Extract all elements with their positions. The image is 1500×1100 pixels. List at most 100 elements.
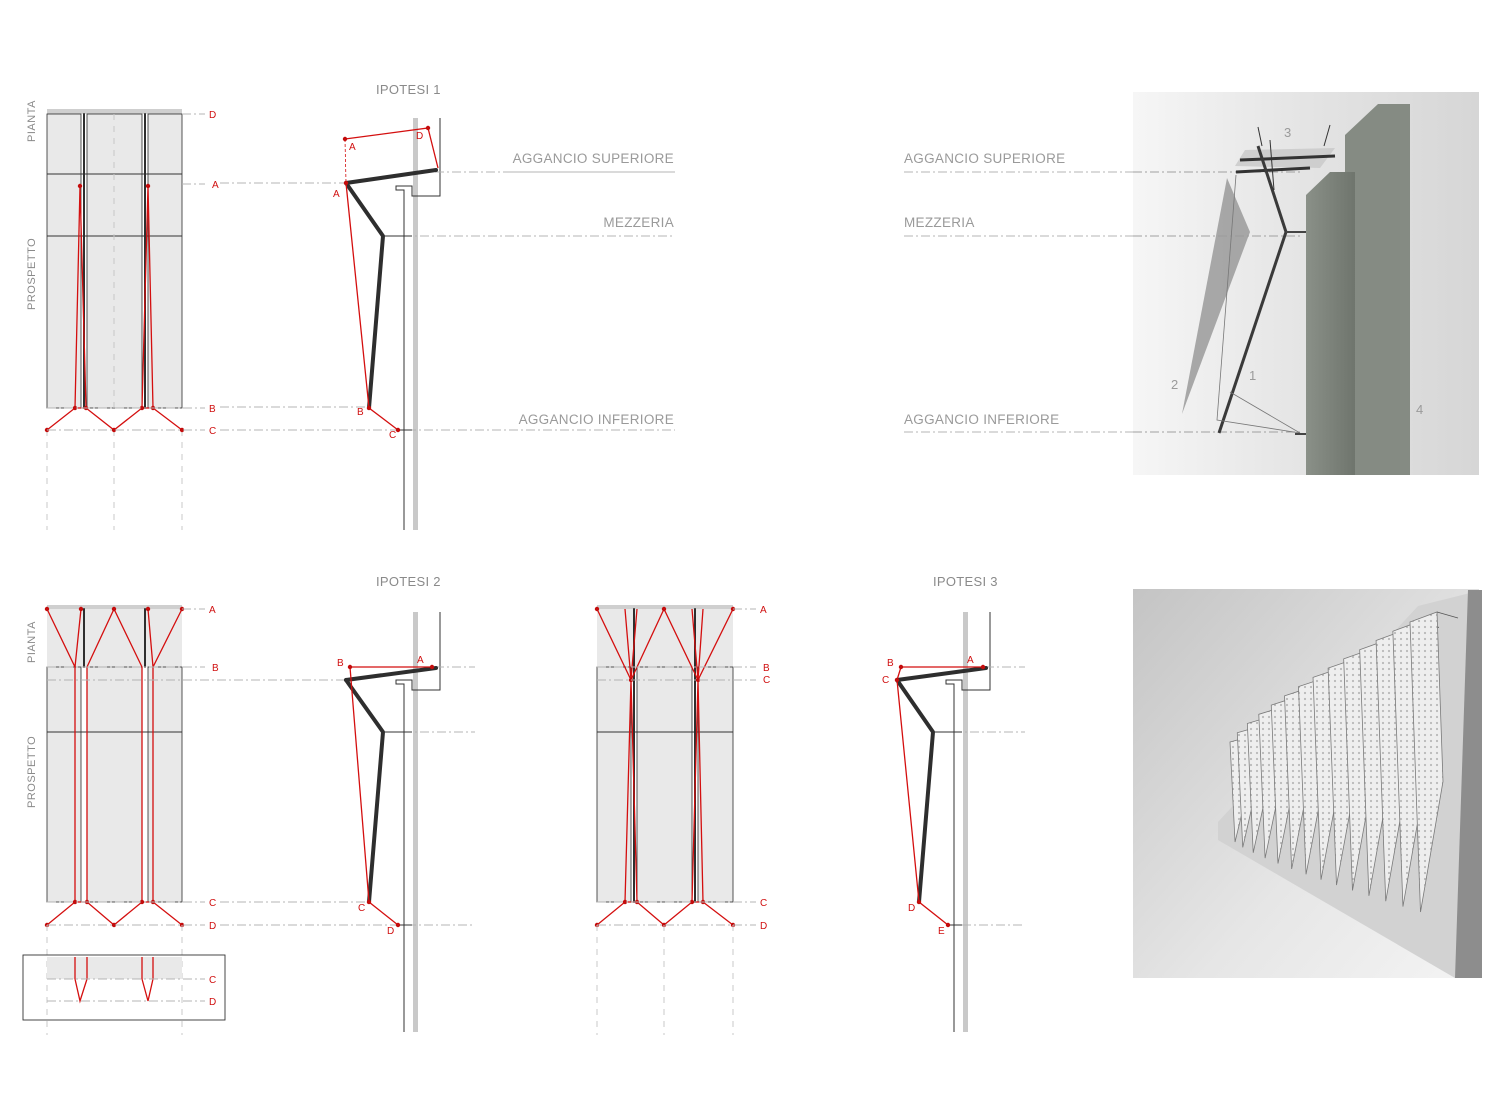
panel-right [147,666,183,903]
side-label-pianta-1: PIANTA [26,100,38,142]
plan-band [47,609,182,667]
node [77,183,83,189]
node [622,899,628,905]
render-cable [1216,174,1301,434]
point-label-b: B [357,407,364,418]
wall-section [413,118,418,530]
node [661,606,667,612]
top-arm [344,666,438,682]
point-label-c: C [209,898,216,909]
node [894,677,900,683]
top-arm [344,168,438,185]
cable-ipotesi-3 [896,666,983,926]
cable-link [344,138,347,184]
node [366,405,372,411]
point-label-b: B [887,658,894,669]
point-label-a: A [417,655,424,666]
point-label-c: C [760,898,767,909]
render-number-2: 2 [1171,377,1178,392]
section-ipotesi-3: A B C D E [882,612,1025,1032]
node [44,606,50,612]
node [689,899,695,905]
node [347,664,353,670]
point-label-d: D [416,131,423,142]
slab-profile [395,118,441,530]
level-label-aggancio-superiore: AGGANCIO SUPERIORE [513,151,674,166]
point-label-c: C [389,430,396,441]
plan-band [597,609,733,667]
node [343,180,349,186]
level-label-aggancio-inferiore: AGGANCIO INFERIORE [519,412,674,427]
node [179,427,185,433]
elevation-ipotesi-3: A B C C D [594,605,770,1035]
point-label-b: B [337,658,344,669]
point-label-a: A [209,605,216,616]
side-label-prospetto-2: PROSPETTO [26,736,38,808]
plan-detail-band [47,957,182,979]
node [111,922,117,928]
node [145,606,151,612]
render-wall-edge [1455,590,1482,978]
title-ipotesi-3: IPOTESI 3 [933,574,998,589]
black-profile [344,181,385,410]
point-label-a: A [212,180,219,191]
side-label-pianta-2: PIANTA [26,621,38,663]
node [429,664,435,670]
panel-mid [86,666,143,903]
point-label-c: C [763,675,770,686]
panel-right [697,666,734,903]
point-label-c: C [358,903,365,914]
node [111,427,117,433]
render-number-4: 4 [1416,402,1423,417]
title-ipotesi-1: IPOTESI 1 [376,82,441,97]
level-label-mezzeria: MEZZERIA [603,215,674,230]
ghost-rod [1323,124,1331,147]
node [78,606,84,612]
cable-bottom-zigzag [46,901,183,926]
cable-detail [74,978,88,1004]
point-label-d: D [387,926,394,937]
cable-ipotesi-2 [349,666,432,926]
render-arm-1 [1235,166,1311,174]
wall-block-back [1345,104,1410,475]
elevation-ipotesi-1: PIANTA PROSPETTO D A B C [26,100,219,530]
render-post [1269,139,1275,191]
node [145,183,151,189]
node [425,125,431,131]
panel-left [596,666,632,903]
elevation-ipotesi-2: PIANTA PROSPETTO A B [22,605,345,1035]
node [342,136,348,142]
section-ipotesi-1: A D A B C [220,118,675,530]
point-label-d: D [760,921,767,932]
point-label-a: A [967,655,974,666]
cable-plan-top [344,127,439,169]
ghost-panel [1182,178,1250,414]
point-label-a: A [349,142,356,153]
level-label-mezzeria-render: MEZZERIA [904,215,975,230]
top-arm [895,666,988,682]
render-facade [1133,589,1482,978]
point-label-c: C [209,975,216,986]
point-label-b: B [209,404,216,415]
point-label-d: D [209,997,216,1008]
render-arm-2 [1239,154,1336,162]
slab-profile [945,612,991,1032]
ghost-rod [1257,126,1263,147]
point-label-a: A [760,605,767,616]
render-number-1: 1 [1249,368,1256,383]
node [139,405,145,411]
point-label-d: D [209,110,216,121]
fin-arm [1436,611,1459,619]
cable-bottom-zigzag [596,901,734,926]
node [916,899,922,905]
title-ipotesi-2: IPOTESI 2 [376,574,441,589]
node [945,922,951,928]
panel-left [46,113,82,409]
render-number-3: 3 [1284,125,1291,140]
level-label-aggancio-inferiore-render: AGGANCIO INFERIORE [904,412,1059,427]
plan-strip [597,605,733,609]
node [72,405,78,411]
node [72,899,78,905]
node [139,899,145,905]
